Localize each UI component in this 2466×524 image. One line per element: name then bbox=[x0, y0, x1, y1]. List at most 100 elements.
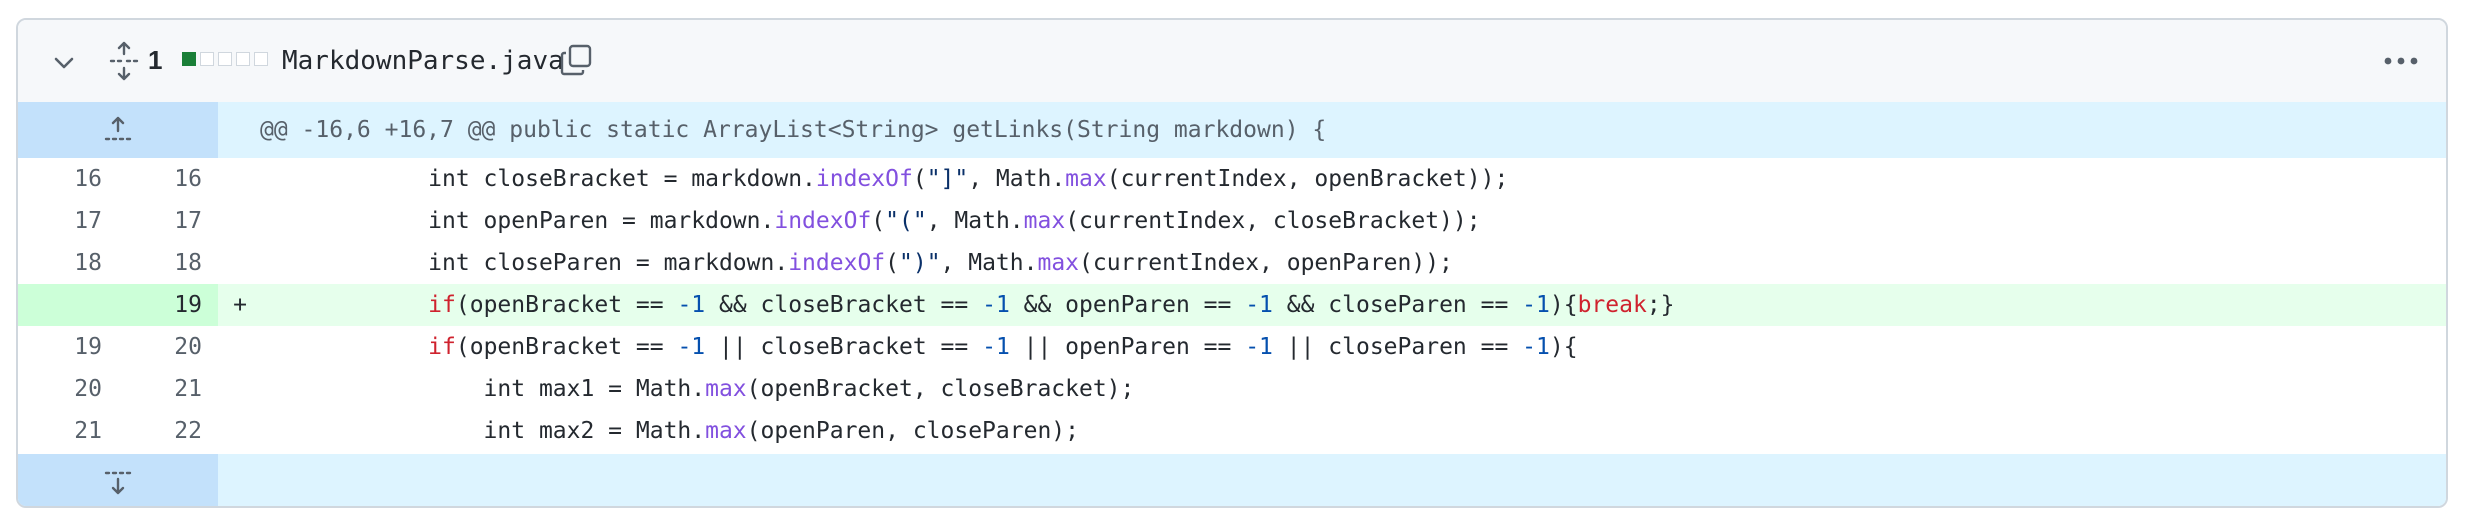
code-token: ){ bbox=[1549, 334, 1578, 360]
code-token: int closeParen = markdown. bbox=[262, 250, 789, 276]
file-name-link[interactable]: MarkdownParse.java bbox=[282, 46, 564, 76]
old-line-number[interactable]: 21 bbox=[74, 418, 102, 444]
code-line: int closeBracket = markdown.indexOf("]",… bbox=[218, 158, 2446, 200]
code-token: -1 bbox=[982, 334, 1010, 360]
new-line-number[interactable]: 19 bbox=[118, 284, 218, 326]
code-token: -1 bbox=[1522, 292, 1550, 318]
code-token: indexOf bbox=[815, 166, 913, 192]
new-line-number[interactable]: 21 bbox=[174, 376, 202, 402]
code-token: max bbox=[1065, 166, 1107, 192]
code-token: ){ bbox=[1549, 292, 1578, 318]
diffstat-block-added bbox=[182, 52, 196, 66]
hunk-header-text: @@ -16,6 +16,7 @@ public static ArrayLis… bbox=[260, 117, 1327, 143]
diff-line-context: 18 18 int closeParen = markdown.indexOf("… bbox=[18, 242, 2446, 284]
diff-line-context: 21 22 int max2 = Math.max(openParen, clos… bbox=[18, 410, 2446, 452]
code-token: ( bbox=[912, 166, 927, 192]
expand-down-filler bbox=[218, 454, 2446, 506]
code-token: -1 bbox=[1522, 334, 1550, 360]
hunk-header-row: @@ -16,6 +16,7 @@ public static ArrayLis… bbox=[18, 102, 2446, 158]
code-token: max bbox=[705, 376, 747, 402]
code-token: (currentIndex, openBracket)); bbox=[1106, 166, 1509, 192]
code-token: ( bbox=[871, 208, 886, 234]
code-token: || openParen == bbox=[1009, 334, 1246, 360]
diffstat-block-neutral bbox=[236, 52, 250, 66]
diffstat-block-neutral bbox=[254, 52, 268, 66]
diff-file: 1 MarkdownParse.java @@ bbox=[16, 18, 2448, 508]
code-token: && closeBracket == bbox=[705, 292, 983, 318]
code-token: && openParen == bbox=[1009, 292, 1246, 318]
code-token: int openParen = markdown. bbox=[262, 208, 775, 234]
code-token: , Math. bbox=[968, 166, 1066, 192]
code-line: int max1 = Math.max(openBracket, closeBr… bbox=[218, 368, 2446, 410]
code-token: && closeParen == bbox=[1272, 292, 1523, 318]
new-line-number[interactable]: 18 bbox=[174, 250, 202, 276]
diff-line-context: 19 20 if(openBracket == -1 || closeBracke… bbox=[18, 326, 2446, 368]
code-token: ;} bbox=[1646, 292, 1675, 318]
unfold-icon[interactable] bbox=[104, 40, 144, 82]
diffstat-block-neutral bbox=[218, 52, 232, 66]
code-token: (openBracket, closeBracket); bbox=[746, 376, 1135, 402]
old-line-number[interactable]: 16 bbox=[74, 166, 102, 192]
code-token: (openParen, closeParen); bbox=[746, 418, 1079, 444]
kebab-horizontal-icon[interactable] bbox=[2376, 42, 2426, 80]
old-line-number[interactable] bbox=[18, 284, 118, 326]
code-token: , Math. bbox=[940, 250, 1038, 276]
diffstat bbox=[182, 52, 268, 66]
code-token: int max1 = Math. bbox=[262, 376, 706, 402]
code-token: -1 bbox=[677, 334, 706, 360]
code-token: break bbox=[1577, 292, 1647, 318]
code-token: "(" bbox=[885, 208, 927, 234]
new-line-number[interactable]: 22 bbox=[174, 418, 202, 444]
fold-up-icon[interactable] bbox=[18, 102, 218, 158]
code-token: -1 bbox=[982, 292, 1010, 318]
code-token: (openBracket == bbox=[455, 334, 678, 360]
diffstat-block-neutral bbox=[200, 52, 214, 66]
diff-line-context: 20 21 int max1 = Math.max(openBracket, cl… bbox=[18, 368, 2446, 410]
changes-count: 1 bbox=[148, 45, 163, 75]
code-token: max bbox=[1023, 208, 1066, 234]
code-token: (currentIndex, closeBracket)); bbox=[1065, 208, 1481, 234]
code-token: ")" bbox=[899, 250, 941, 276]
code-line: if(openBracket == -1 || closeBracket == … bbox=[218, 326, 2446, 368]
code-token: int max2 = Math. bbox=[262, 418, 706, 444]
diff-marker: + bbox=[233, 292, 247, 318]
code-line: int openParen = markdown.indexOf("(", Ma… bbox=[218, 200, 2446, 242]
new-line-number[interactable]: 20 bbox=[174, 334, 202, 360]
new-line-number[interactable]: 16 bbox=[174, 166, 202, 192]
code-token: , Math. bbox=[926, 208, 1024, 234]
code-token: -1 bbox=[1245, 334, 1273, 360]
code-line: + if(openBracket == -1 && closeBracket =… bbox=[218, 284, 2446, 326]
code-token bbox=[262, 292, 428, 318]
code-token: -1 bbox=[677, 292, 706, 318]
old-line-number[interactable]: 19 bbox=[74, 334, 102, 360]
diff-line-added: 19+ if(openBracket == -1 && closeBracket… bbox=[18, 284, 2446, 326]
new-line-number[interactable]: 17 bbox=[174, 208, 202, 234]
code-token: if bbox=[428, 334, 456, 360]
code-token: ( bbox=[885, 250, 899, 276]
old-line-number[interactable]: 17 bbox=[74, 208, 102, 234]
diff-line-context: 16 16 int closeBracket = markdown.indexOf… bbox=[18, 158, 2446, 200]
code-token: (currentIndex, openParen)); bbox=[1079, 250, 1453, 276]
code-token: int closeBracket = markdown. bbox=[262, 166, 816, 192]
code-token bbox=[262, 334, 428, 360]
code-line: int closeParen = markdown.indexOf(")", M… bbox=[218, 242, 2446, 284]
code-token: if bbox=[428, 292, 456, 318]
file-header: 1 MarkdownParse.java bbox=[18, 20, 2446, 104]
old-line-number[interactable]: 20 bbox=[74, 376, 102, 402]
code-token: "]" bbox=[926, 166, 969, 192]
code-token: (openBracket == bbox=[455, 292, 678, 318]
copy-icon[interactable] bbox=[556, 40, 596, 80]
fold-down-icon[interactable] bbox=[18, 454, 218, 506]
expand-down-row bbox=[18, 454, 2446, 506]
code-token: -1 bbox=[1245, 292, 1273, 318]
old-line-number[interactable]: 18 bbox=[74, 250, 102, 276]
code-line: int max2 = Math.max(openParen, closePare… bbox=[218, 410, 2446, 452]
code-token: max bbox=[705, 418, 747, 444]
chevron-down-icon[interactable] bbox=[48, 47, 80, 79]
diff-line-context: 17 17 int openParen = markdown.indexOf("(… bbox=[18, 200, 2446, 242]
code-token: max bbox=[1037, 250, 1080, 276]
code-token: indexOf bbox=[788, 250, 886, 276]
code-token: || closeParen == bbox=[1272, 334, 1523, 360]
code-token: indexOf bbox=[774, 208, 872, 234]
code-token: || closeBracket == bbox=[705, 334, 983, 360]
